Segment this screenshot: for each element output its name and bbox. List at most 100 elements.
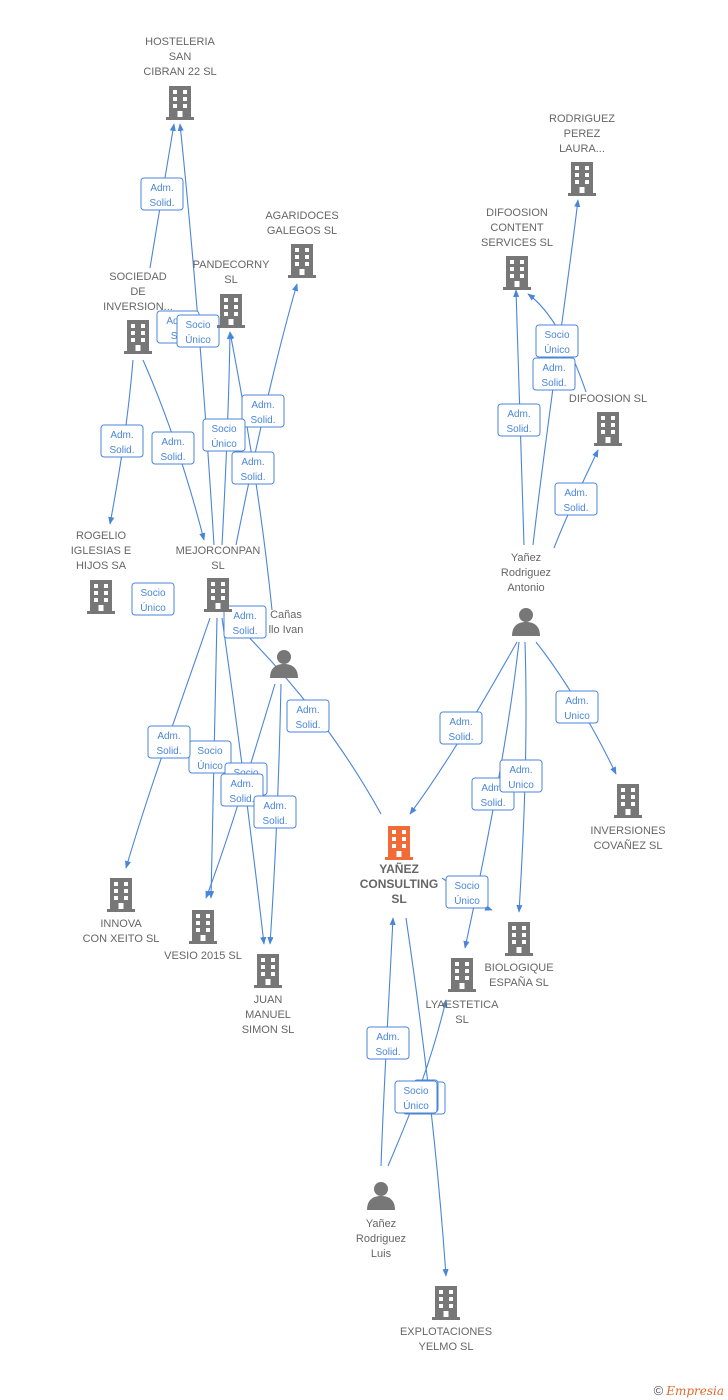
company-node-rodriguez_perez[interactable]: RODRIGUEZPEREZLAURA... (549, 113, 615, 196)
node-label: LYAESTETICA (426, 999, 500, 1011)
node-label: SIMON SL (242, 1024, 295, 1036)
badge-text: Solid. (156, 746, 181, 757)
node-label: Luis (371, 1248, 392, 1260)
node-label: YAÑEZ (379, 861, 419, 876)
badge-text: Solid. (541, 378, 566, 389)
node-label: SERVICES SL (481, 237, 553, 249)
badge-text: Socio (403, 1086, 428, 1097)
node-label: llo Ivan (269, 624, 304, 636)
badge-text: Solid. (563, 503, 588, 514)
badge-text: Solid. (160, 452, 185, 463)
badge-text: Adm. (481, 783, 504, 794)
badge-text: Socio (185, 320, 210, 331)
badge-frame (140, 177, 184, 211)
role-badge-19[interactable]: Adm.Solid. (220, 773, 264, 807)
node-label: MEJORCONPAN (176, 545, 261, 557)
role-badge-0[interactable]: Adm.Solid. (140, 177, 184, 211)
badge-text: Socio (544, 330, 569, 341)
role-badge-10[interactable]: Adm. Solid. (532, 357, 576, 391)
badge-frame (151, 431, 195, 465)
badge-frame (202, 418, 246, 452)
role-badge-4[interactable]: Adm.Solid. (151, 431, 195, 465)
role-badge-5[interactable]: Adm.Solid. (241, 394, 285, 428)
node-label: SOCIEDAD (109, 271, 167, 283)
brand-logo[interactable]: Empresia (666, 1384, 724, 1398)
badge-text: Adm. (150, 183, 173, 194)
badge-text: Unico (564, 711, 590, 722)
company-node-sociedad[interactable]: SOCIEDADDEINVERSION... (103, 271, 173, 354)
company-node-difoosion[interactable]: DIFOOSION SL (569, 393, 647, 446)
footer: ©Empresia (654, 1383, 724, 1398)
building-icon (568, 162, 596, 196)
node-label: HIJOS SA (76, 560, 127, 572)
badge-text: Adm. (376, 1032, 399, 1043)
badge-text: Solid. (448, 732, 473, 743)
role-badge-7[interactable]: Adm.Solid. (231, 451, 275, 485)
badge-text: Adm. (509, 765, 532, 776)
building-icon (505, 922, 533, 956)
node-label: DIFOOSION (486, 207, 548, 219)
badge-text: Único (197, 759, 223, 772)
role-badge-20[interactable]: Adm.Unico (555, 690, 599, 724)
badge-frame (439, 711, 483, 745)
role-badge-9[interactable]: Adm.Solid. (497, 403, 541, 437)
node-label: SL (224, 274, 237, 286)
badge-frame (499, 759, 543, 793)
role-badge-18[interactable]: Adm.Solid. (147, 725, 191, 759)
building-icon (189, 910, 217, 944)
role-badge-13[interactable]: Adm.Solid. (223, 605, 267, 639)
node-label: INNOVA (100, 918, 142, 930)
role-badge-15[interactable]: Adm.Solid. (439, 711, 483, 745)
node-label: SL (455, 1014, 468, 1026)
badge-text: Adm. (542, 363, 565, 374)
role-badge-23[interactable]: Adm.Solid. (253, 795, 297, 829)
role-badge-25[interactable]: Adm.Solid. (366, 1026, 410, 1060)
company-node-difoosion_cs[interactable]: DIFOOSION CONTENT SERVICES SL (481, 207, 553, 290)
person-icon (367, 1182, 395, 1210)
badge-text: Único (211, 437, 237, 450)
node-label: DIFOOSION SL (569, 393, 647, 405)
node-label: CIBRAN 22 SL (143, 66, 216, 78)
node-label: SAN (169, 51, 192, 63)
node-label: ESPAÑA SL (489, 976, 549, 989)
badge-text: Solid. (232, 626, 257, 637)
building-icon (166, 86, 194, 120)
role-badge-22[interactable]: Adm.Unico (499, 759, 543, 793)
badge-frame (497, 403, 541, 437)
role-badge-14[interactable]: Adm.Solid. (286, 699, 330, 733)
company-node-vesio[interactable]: VESIO 2015 SL (164, 910, 242, 962)
role-badge-3[interactable]: Adm.Solid. (100, 424, 144, 458)
badge-text: Adm. (263, 801, 286, 812)
node-label: CON XEITO SL (83, 933, 160, 945)
badge-text: Único (454, 894, 480, 907)
person-icon (512, 608, 540, 636)
node-label: DE (130, 286, 145, 298)
node-label: SL (391, 892, 406, 906)
node-label: CONTENT (490, 222, 543, 234)
company-node-lyaestetica[interactable]: LYAESTETICA SL (426, 958, 500, 1026)
badge-text: Adm. (230, 779, 253, 790)
role-badge-11[interactable]: Adm.Solid. (554, 482, 598, 516)
company-node-innova[interactable]: INNOVA CON XEITO SL (83, 878, 160, 945)
node-label: Yañez (366, 1218, 396, 1230)
